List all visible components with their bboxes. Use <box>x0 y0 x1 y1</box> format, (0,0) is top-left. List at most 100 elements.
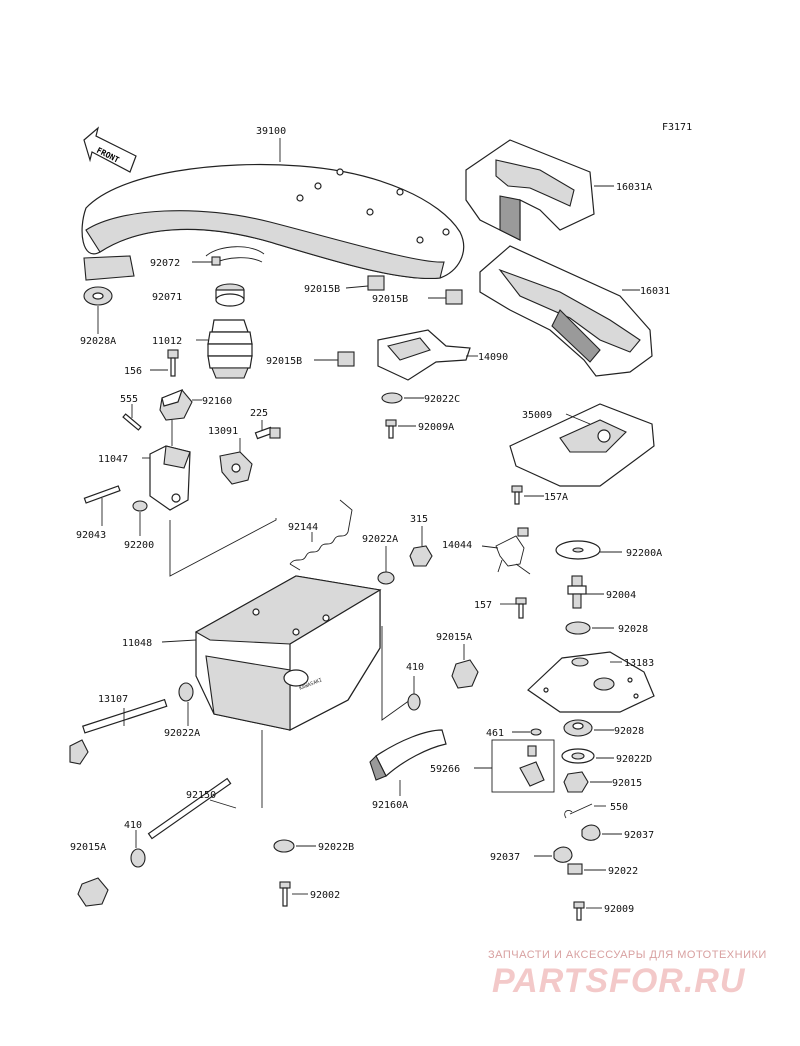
bracket-16031 <box>479 245 653 377</box>
group-outline-left <box>169 518 277 577</box>
bracket-11048: KAWASAKI <box>194 575 382 731</box>
part-label-14090: 14090 <box>478 352 508 363</box>
boot-11012 <box>207 319 253 379</box>
part-label-156: 156 <box>124 366 142 377</box>
part-label-16031: 16031 <box>640 286 670 297</box>
part-label-92022: 92022 <box>608 866 638 877</box>
part-label-92200: 92200 <box>124 540 154 551</box>
block-92160 <box>159 388 193 421</box>
watermark-tagline: ЗАПЧАСТИ И АКСЕССУАРЫ ДЛЯ МОТОТЕХНИКИ <box>488 949 767 961</box>
part-label-92150: 92150 <box>186 790 216 801</box>
bracket-11047 <box>149 445 191 511</box>
part-label-92144: 92144 <box>288 522 318 533</box>
part-label-92160: 92160 <box>202 396 232 407</box>
part-label-92037-1: 92037 <box>624 830 654 841</box>
part-label-92028-2: 92028 <box>614 726 644 737</box>
part-label-92072: 92072 <box>150 258 180 269</box>
bolt-156 <box>167 349 179 377</box>
part-label-550: 550 <box>610 802 628 813</box>
part-label-92037-2: 92037 <box>490 852 520 863</box>
part-label-92022A-2: 92022A <box>164 728 200 739</box>
fender-39100 <box>81 163 465 280</box>
screw-92009A <box>385 419 397 439</box>
part-label-92015: 92015 <box>612 778 642 789</box>
part-label-11047: 11047 <box>98 454 128 465</box>
cover-14090 <box>377 329 471 381</box>
front-arrow-icon: FRONT <box>83 126 137 173</box>
group-outline-right <box>381 626 411 721</box>
bolt-157 <box>515 597 527 619</box>
part-label-92015A-1: 92015A <box>436 632 472 643</box>
part-label-92009: 92009 <box>604 904 634 915</box>
nut-92015A-1 <box>451 659 479 689</box>
kit-59266 <box>491 739 555 793</box>
bracket-16031A <box>465 139 595 241</box>
part-label-315: 315 <box>410 514 428 525</box>
mount-35009 <box>509 403 655 487</box>
part-label-92009A: 92009A <box>418 422 454 433</box>
part-label-92022B: 92022B <box>318 842 354 853</box>
rod-92150 <box>147 777 232 840</box>
bolt-13107 <box>69 698 168 765</box>
part-label-92028-1: 92028 <box>618 624 648 635</box>
part-label-13107: 13107 <box>98 694 128 705</box>
pin-555 <box>122 413 142 431</box>
figure-code: F3171 <box>662 122 692 133</box>
part-label-92160A: 92160A <box>372 800 408 811</box>
part-label-157: 157 <box>474 600 492 611</box>
part-label-225: 225 <box>250 408 268 419</box>
part-label-92022D: 92022D <box>616 754 652 765</box>
stud-92004 <box>567 575 587 609</box>
screw-92009 <box>573 901 585 921</box>
nut-315 <box>409 545 433 567</box>
bolt-92002 <box>279 881 291 907</box>
part-label-13183: 13183 <box>624 658 654 669</box>
nut-92015A-2 <box>77 877 109 907</box>
part-label-410-2: 410 <box>124 820 142 831</box>
washer-92022A-1 <box>377 571 395 585</box>
part-label-16031A: 16031A <box>616 182 652 193</box>
washer-410-1 <box>407 693 421 711</box>
washer-92028-1 <box>565 621 591 635</box>
washer-92200 <box>132 500 148 512</box>
clip-92015B-2 <box>445 289 463 305</box>
bracket-14044 <box>495 527 531 575</box>
part-label-14044: 14044 <box>442 540 472 551</box>
part-label-92028A: 92028A <box>80 336 116 347</box>
washer-410-2 <box>130 848 146 868</box>
part-label-555: 555 <box>120 394 138 405</box>
clip-92015B-3 <box>337 351 355 367</box>
part-label-92043: 92043 <box>76 530 106 541</box>
plate-13183 <box>527 651 655 713</box>
part-461 <box>530 728 542 736</box>
part-label-59266: 59266 <box>430 764 460 775</box>
grommet-92071 <box>215 283 245 307</box>
spring-92144 <box>289 499 353 571</box>
part-label-11012: 11012 <box>152 336 182 347</box>
part-label-92002: 92002 <box>310 890 340 901</box>
part-label-13091: 13091 <box>208 426 238 437</box>
clamp-92072 <box>205 246 265 266</box>
part-label-92015A-2: 92015A <box>70 842 106 853</box>
watermark-logo: PARTSFOR.RU <box>492 962 746 1000</box>
bolt-157A <box>511 485 523 505</box>
bolt-225 <box>254 426 281 440</box>
washer-92022C <box>381 392 403 404</box>
part-label-92004: 92004 <box>606 590 636 601</box>
part-label-11048: 11048 <box>122 638 152 649</box>
part-label-92200A: 92200A <box>626 548 662 559</box>
clamp-92037-1 <box>581 824 601 841</box>
part-label-92015B-2: 92015B <box>372 294 408 305</box>
part-label-92015B-1: 92015B <box>304 284 340 295</box>
part-label-92015B-3: 92015B <box>266 356 302 367</box>
washer-92022A-2 <box>178 682 194 702</box>
nut-92015 <box>563 771 589 793</box>
part-label-35009: 35009 <box>522 410 552 421</box>
part-label-92071: 92071 <box>152 292 182 303</box>
part-label-92022C: 92022C <box>424 394 460 405</box>
part-label-157A: 157A <box>544 492 568 503</box>
washer-92022B <box>273 839 295 853</box>
bumper-92160A <box>369 729 447 781</box>
bushing-92028A <box>83 286 113 306</box>
